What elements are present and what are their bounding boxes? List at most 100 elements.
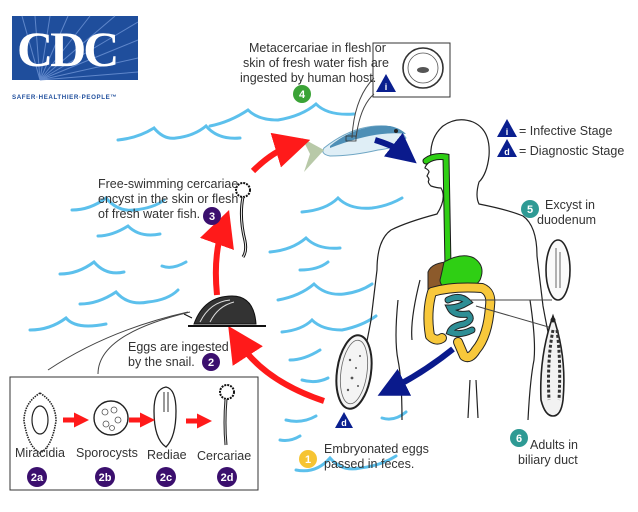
water-wave <box>288 348 322 362</box>
water-wave <box>380 410 408 421</box>
badge-4-text: 4 <box>299 89 306 101</box>
arrow-eggs-to-snail <box>228 325 325 404</box>
badge-2 <box>202 353 220 371</box>
fish-sample-box <box>345 135 357 142</box>
adult-fluke <box>539 313 565 417</box>
water-wave <box>160 260 188 269</box>
stage-6-line: Adults in <box>530 438 578 452</box>
small-intestine-fill <box>445 294 475 337</box>
badge-3-text: 3 <box>209 211 215 223</box>
stage-4-line: Metacercariae in flesh or <box>249 41 386 55</box>
pointer-line-biliary <box>475 305 553 329</box>
diagnostic-stage-icon <box>335 412 353 428</box>
inset-pointer-line <box>351 77 375 139</box>
stage-1-line: Embryonated eggs <box>324 442 429 456</box>
diagnostic-stage-icon <box>497 139 517 157</box>
stage-1-line: passed in feces. <box>324 457 414 471</box>
badge-2-text: 2 <box>208 357 214 369</box>
sporocyst-figure <box>93 400 129 436</box>
badge-5 <box>521 200 539 218</box>
badge-1 <box>299 450 317 468</box>
stage-3-line: Free-swimming cercariae <box>98 177 238 191</box>
fresh-water-fish <box>302 125 407 172</box>
water-wave <box>276 281 374 302</box>
snail-pointer-line <box>47 311 189 371</box>
stage-3-line: of fresh water fish. <box>98 207 200 221</box>
badge-1-text: 1 <box>305 454 311 466</box>
stage-5-line: duodenum <box>537 213 596 227</box>
stage-2-line: by the snail. <box>128 355 195 369</box>
badge-5-text: 5 <box>527 204 533 216</box>
badge-2c: 2c <box>156 467 176 487</box>
infective-stage-symbol: i <box>385 82 388 92</box>
svg-text:2c: 2c <box>160 472 172 484</box>
badge-2d: 2d <box>217 467 237 487</box>
egg-diagnostic-symbol: d <box>341 418 347 428</box>
cdc-logo-background <box>12 16 138 80</box>
water-wave <box>96 224 162 238</box>
cdc-tagline: SAFER·HEALTHIER·PEOPLE™ <box>12 94 117 101</box>
stage-6-line: biliary duct <box>518 453 578 467</box>
water-wave <box>70 195 166 212</box>
snail-stages-panel: Miracidia Sporocysts Rediae Cercariae 2a… <box>9 311 259 491</box>
water-wave <box>284 414 318 423</box>
water-wave <box>278 434 302 442</box>
water-wave <box>300 376 330 384</box>
human-body <box>362 119 552 421</box>
arrow-fish-to-human <box>374 132 417 164</box>
arrow-snail-to-cercariae <box>199 210 234 296</box>
badge-2a: 2a <box>27 467 47 487</box>
infective-stage-icon <box>376 74 396 92</box>
svg-text:2b: 2b <box>99 472 112 484</box>
cercaria-free-swimming <box>235 182 251 258</box>
large-intestine-fill <box>424 283 495 362</box>
snail-stage-label: Sporocysts <box>76 446 138 460</box>
snail-stage-label: Rediae <box>147 448 187 462</box>
badge-2b: 2b <box>95 467 115 487</box>
badge-4 <box>293 85 311 103</box>
stage-5-line: Excyst in <box>545 198 595 212</box>
cercaria-figure <box>219 384 235 446</box>
badge-3 <box>203 207 221 225</box>
legend-diagnostic-label: = Diagnostic Stage <box>519 144 624 158</box>
badge-6 <box>510 429 528 447</box>
svg-text:2d: 2d <box>221 472 234 484</box>
water-wave <box>298 260 330 272</box>
stage-3-line: encyst in the skin or flesh <box>98 192 238 206</box>
arrow-human-to-eggs <box>377 346 455 396</box>
legend-diagnostic-symbol: d <box>504 147 510 157</box>
arrow-cercariae-to-fish <box>250 132 311 174</box>
stage-2-label: Eggs are ingested by the snail. 2 <box>128 340 229 371</box>
cdc-logo: CDC SAFER·HEALTHIER·PEOPLE™ <box>12 15 139 101</box>
stage-1-label: 1 Embryonated eggs passed in feces. <box>299 442 429 471</box>
esophagus-fill <box>423 154 451 270</box>
excysted-metacercaria <box>545 239 571 301</box>
redia-figure <box>153 386 177 448</box>
fish-tail <box>302 138 324 172</box>
miracidia-figure <box>23 392 57 454</box>
water-waves <box>28 101 408 473</box>
water-wave <box>78 288 180 306</box>
inset-pointer-line <box>355 93 375 139</box>
snail-stage-label: Cercariae <box>197 449 251 463</box>
fish-eye <box>394 129 398 133</box>
cdc-logo-rays <box>21 15 139 81</box>
snail-stage-label: Miracidia <box>15 446 65 460</box>
legend-infective-label: = Infective Stage <box>519 124 613 138</box>
stage-2-line: Eggs are ingested <box>128 340 229 354</box>
water-wave <box>58 259 126 276</box>
legend-infective-symbol: i <box>506 127 509 137</box>
fish-back <box>330 125 406 148</box>
water-wave <box>300 195 404 214</box>
metacercaria-inset: i <box>351 42 451 139</box>
water-wave <box>208 101 356 128</box>
water-wave <box>268 235 342 254</box>
stage-4-line: ingested by human host. <box>240 71 376 85</box>
stage-6-label: 6 Adults in biliary duct <box>510 429 578 467</box>
infective-stage-icon <box>497 119 517 137</box>
cycle-arrows <box>199 132 455 404</box>
human-body-outline <box>362 119 552 421</box>
snail <box>183 295 266 327</box>
cdc-logo-text: CDC <box>17 21 116 77</box>
